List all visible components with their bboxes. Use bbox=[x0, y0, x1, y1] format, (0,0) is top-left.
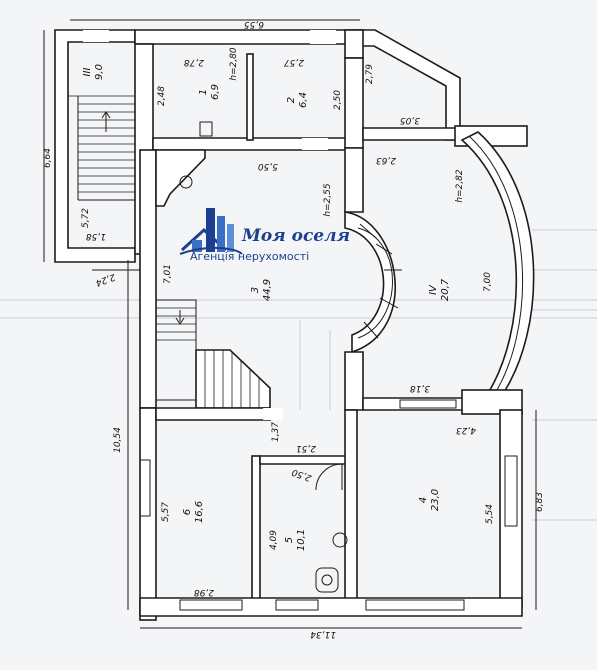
lower-mid-wall bbox=[155, 407, 271, 421]
door-gap-lower bbox=[263, 408, 283, 420]
toilet-fixture bbox=[315, 567, 339, 593]
r5-top-wall bbox=[259, 455, 351, 465]
room-5-area: 10,1 bbox=[296, 529, 307, 551]
dim-r2-width: 2,57 bbox=[284, 57, 304, 67]
dim-bottom-total: 11,34 bbox=[310, 629, 336, 639]
bay-window-line bbox=[468, 135, 524, 399]
dim-bay-height: h=2,82 bbox=[455, 169, 465, 203]
dim-r5-height: 4,09 bbox=[269, 530, 279, 550]
room-6-area: 16,6 bbox=[194, 501, 205, 523]
room-1-num: 1 bbox=[198, 89, 209, 95]
heater-box bbox=[199, 121, 213, 137]
hall-right-wall-upper bbox=[344, 147, 364, 213]
wall-r2-right bbox=[344, 57, 364, 149]
dim-r1-side: 2,48 bbox=[157, 86, 167, 106]
lower-bottom-wall bbox=[139, 597, 523, 617]
room-IV-area: 20,7 bbox=[440, 278, 451, 301]
upper-staircase bbox=[68, 95, 135, 201]
dim-door-diag: 2,50 bbox=[291, 466, 314, 482]
dim-right-lower: 6,83 bbox=[535, 492, 545, 512]
window-bottom-left bbox=[179, 599, 243, 611]
dim-porch-width: 3,05 bbox=[400, 115, 420, 125]
dim-left-step: 2,24 bbox=[94, 271, 117, 287]
dim-r6-height: 5,57 bbox=[161, 502, 171, 522]
dim-r2-side: 2,50 bbox=[333, 90, 343, 110]
dim-porch-side: 2,79 bbox=[365, 64, 375, 84]
window-right-lower bbox=[504, 455, 518, 527]
room-2-area: 6,4 bbox=[298, 92, 309, 108]
dim-bay-right: 7,00 bbox=[483, 272, 493, 292]
dim-hall-left: 7,01 bbox=[163, 264, 173, 284]
door-swing-r5 bbox=[315, 463, 343, 491]
window-left-lower bbox=[139, 459, 151, 517]
room-labels: III 9,0 1 6,9 2 6,4 3 44,9 IV 20,7 6 16,… bbox=[82, 64, 451, 551]
room-5-num: 5 bbox=[284, 537, 295, 543]
dim-hall-height: h=2,55 bbox=[323, 183, 333, 217]
dim-left-outer: 6,64 bbox=[43, 148, 53, 168]
window-mark-5 bbox=[363, 321, 379, 339]
dimension-labels: 6,55 2,78 h=2,80 2,48 2,57 2,50 2,79 3,0… bbox=[43, 19, 545, 639]
door-gap-hall bbox=[302, 138, 328, 150]
dim-stair-width: 1,58 bbox=[86, 231, 106, 241]
window-mark-2 bbox=[375, 243, 393, 255]
partition-r6-r5 bbox=[251, 455, 261, 607]
agency-logo-icon bbox=[179, 208, 243, 255]
dim-bay-width: 2,63 bbox=[376, 155, 396, 165]
dim-top-total: 6,55 bbox=[244, 19, 264, 29]
sink-fixture bbox=[332, 532, 348, 548]
window-mark-1 bbox=[359, 223, 377, 239]
dim-hall-width: 5,50 bbox=[258, 161, 278, 171]
door-gap-stair bbox=[83, 30, 109, 42]
window-bay-bottom bbox=[399, 399, 457, 409]
agency-tagline: Агенція нерухомості bbox=[190, 250, 310, 263]
bay-top-wall bbox=[362, 127, 461, 141]
room-1-area: 6,9 bbox=[210, 84, 221, 100]
room-IV-num: IV bbox=[428, 284, 439, 295]
lower-staircase bbox=[155, 299, 271, 409]
partition-r1-r2 bbox=[246, 53, 254, 141]
toilet-bowl bbox=[321, 574, 333, 586]
agency-brand-name: Моя оселя bbox=[242, 226, 351, 246]
window-mark-4 bbox=[379, 297, 399, 309]
bay-curved-wall bbox=[460, 131, 535, 399]
window-bottom-mid bbox=[275, 599, 319, 611]
background-ghost-lines bbox=[0, 229, 597, 521]
partition-r5-r4 bbox=[344, 409, 358, 601]
room-4-num: 4 bbox=[418, 497, 429, 503]
dim-stair-len: 5,72 bbox=[81, 208, 91, 228]
hall-right-wall-lower bbox=[344, 351, 364, 411]
dim-corridor: 1,37 bbox=[271, 422, 281, 442]
room-2-num: 2 bbox=[286, 97, 297, 103]
dimension-lines bbox=[43, 19, 537, 629]
dim-r4-height: 5,54 bbox=[485, 504, 495, 524]
room-3-area: 44,9 bbox=[262, 279, 273, 301]
room-III-num: III bbox=[82, 68, 93, 77]
room-6-num: 6 bbox=[182, 509, 193, 515]
lower-left-wall bbox=[139, 407, 157, 621]
dim-r1-width: 2,78 bbox=[184, 57, 204, 67]
window-bottom-right bbox=[365, 599, 465, 611]
dim-left-lower: 10,54 bbox=[113, 427, 123, 453]
dim-bay-bottom: 3,18 bbox=[410, 383, 430, 393]
room-3-num: 3 bbox=[250, 287, 261, 293]
column-top-right bbox=[344, 29, 364, 59]
dim-r6-width: 2,98 bbox=[194, 587, 214, 597]
chimney-corner bbox=[155, 149, 206, 207]
dim-r4-width: 4,23 bbox=[456, 425, 476, 435]
door-gap-r2 bbox=[310, 30, 336, 44]
lower-right-wall bbox=[499, 409, 523, 607]
hall-left-wall bbox=[139, 149, 157, 409]
dim-r1-height: h=2,80 bbox=[229, 47, 239, 81]
room-III-area: 9,0 bbox=[94, 64, 105, 80]
chimney-circle bbox=[179, 175, 193, 189]
dim-r5-width: 2,51 bbox=[296, 443, 316, 453]
room-4-area: 23,0 bbox=[430, 489, 441, 511]
